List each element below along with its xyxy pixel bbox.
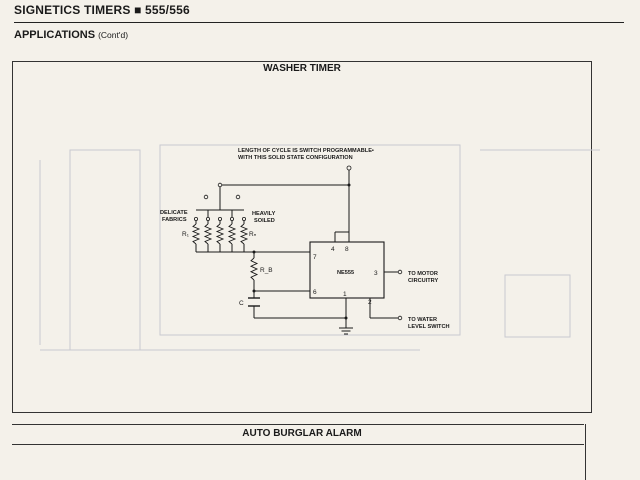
pin-1: 1 [343, 291, 347, 298]
resistor-rb [249, 257, 259, 281]
pin-6: 6 [313, 289, 317, 296]
pin-3: 3 [374, 270, 378, 277]
label-delicate-1: DELICATE [160, 210, 188, 216]
header-divider [14, 22, 624, 23]
figure-frame [12, 61, 592, 413]
junction-dots [252, 183, 351, 320]
section-title-text: APPLICATIONS [14, 29, 96, 41]
figure-frame-edge [585, 424, 586, 480]
label-r1: R₁ [182, 231, 190, 238]
note-line-1: LENGTH OF CYCLE IS SWITCH PROGRAMMABLE• [238, 148, 374, 154]
water-label-2: LEVEL SWITCH [408, 324, 450, 330]
resistor-bank [191, 223, 259, 281]
pin-8: 8 [345, 246, 349, 253]
ground-icon [339, 327, 353, 335]
figure-divider-2 [12, 444, 584, 445]
note-line-2: WITH THIS SOLID STATE CONFIGURATION [238, 155, 353, 161]
label-heavily-2: SOILED [254, 218, 275, 224]
label-rb: R_B [260, 267, 273, 274]
water-label-1: TO WATER [408, 317, 437, 323]
ne555-chip [309, 241, 385, 299]
page-header-title: SIGNETICS TIMERS ■ 555/556 [14, 3, 190, 17]
switch-contacts [193, 165, 403, 321]
pin-2: 2 [368, 299, 372, 306]
bleed-through-ghost [39, 144, 600, 351]
figure-title-washer-timer: WASHER TIMER [263, 63, 341, 74]
pin-7: 7 [313, 254, 317, 261]
label-c: C [239, 300, 244, 307]
section-title: APPLICATIONS(Cont'd) [14, 29, 128, 41]
figure-divider [12, 424, 584, 425]
capacitor [248, 297, 260, 307]
motor-label-2: CIRCUITRY [408, 278, 439, 284]
label-heavily-1: HEAVILY [252, 211, 276, 217]
chip-label: NE555 [337, 270, 354, 276]
label-rn: Rₙ [249, 231, 257, 238]
section-title-continued: (Cont'd) [98, 30, 129, 40]
motor-label-1: TO MOTOR [408, 271, 438, 277]
label-delicate-2: FABRICS [162, 217, 187, 223]
figure-title-auto-burglar-alarm: AUTO BURGLAR ALARM [242, 428, 362, 439]
pin-4: 4 [331, 246, 335, 253]
